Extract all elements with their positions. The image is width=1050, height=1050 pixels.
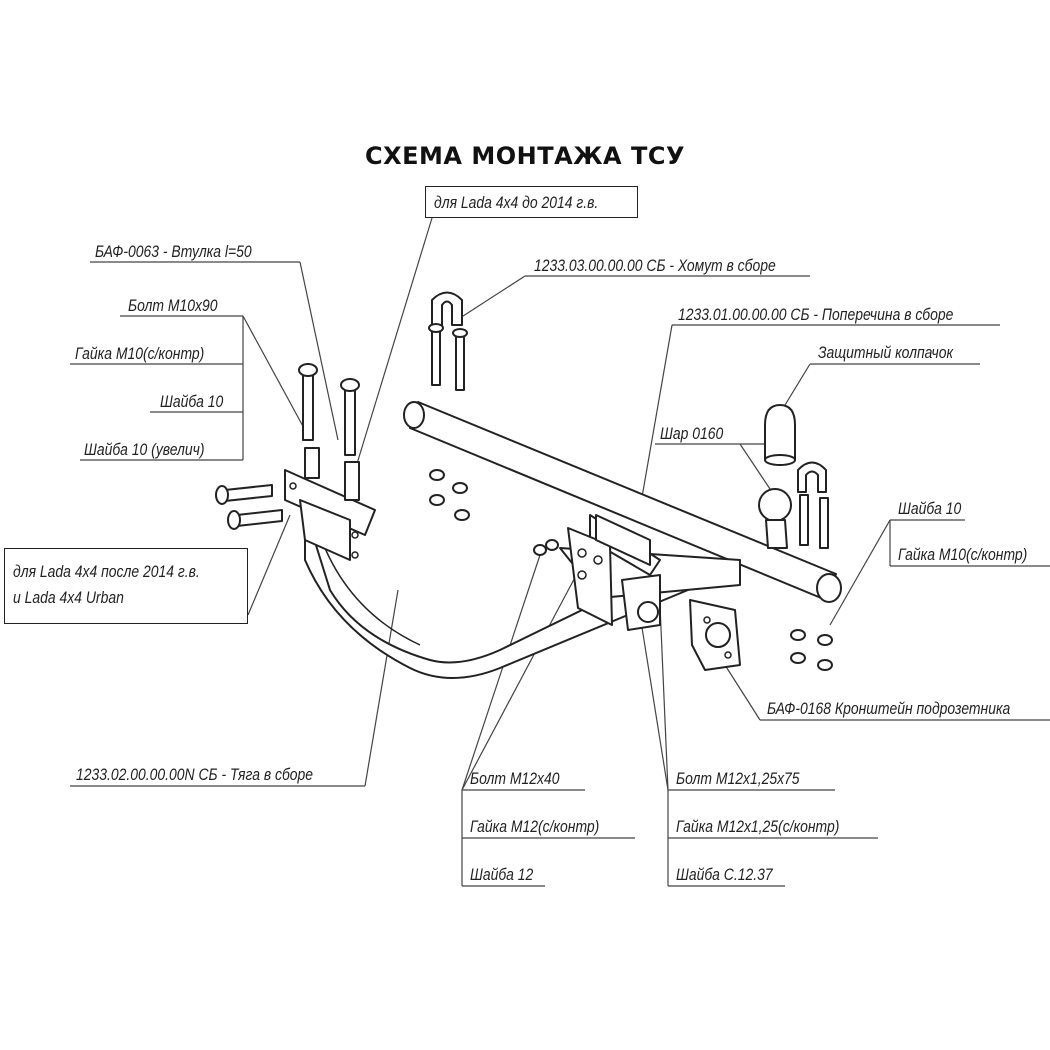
leader-lines xyxy=(70,217,1050,887)
label-cap: Защитный колпачок xyxy=(818,343,954,362)
before-2014-label: для Lada 4x4 до 2014 г.в. xyxy=(434,193,599,212)
label-crossbar: 1233.01.00.00.00 СБ - Поперечина в сборе xyxy=(678,305,954,324)
label-bolt-m10x90: Болт М10х90 xyxy=(128,296,218,315)
label-nut-m10-left: Гайка М10(с/контр) xyxy=(75,344,205,363)
label-clamp: 1233.03.00.00.00 СБ - Хомут в сборе xyxy=(534,256,776,275)
label-washer10-enlarged: Шайба 10 (увелич) xyxy=(84,440,205,459)
label-washer-c1237: Шайба С.12.37 xyxy=(676,865,773,884)
side-bolt-parts xyxy=(215,484,283,530)
label-bolt-m12x40: Болт М12х40 xyxy=(470,769,560,788)
socket-bracket-part xyxy=(689,599,741,671)
center-plate-part xyxy=(533,514,651,626)
left-bracket-part xyxy=(284,469,376,561)
crossbar-part xyxy=(403,401,842,603)
label-washer10-right: Шайба 10 xyxy=(898,499,962,518)
label-nut-m12x125: Гайка М12х1,25(с/контр) xyxy=(676,817,840,836)
label-nut-m10-right: Гайка М10(с/контр) xyxy=(898,545,1028,564)
page-title: СХЕМА МОНТАЖА ТСУ xyxy=(365,142,685,170)
label-ball: Шар 0160 xyxy=(660,424,724,443)
ball-mount-part xyxy=(621,488,792,631)
bolt-m10x90-parts xyxy=(298,363,360,501)
label-washer10-left: Шайба 10 xyxy=(160,392,224,411)
left-nuts xyxy=(429,469,470,521)
label-washer12: Шайба 12 xyxy=(470,865,534,884)
after-2014-box: для Lada 4x4 после 2014 г.в. и Lada 4x4 … xyxy=(4,548,248,624)
label-bolt-m12x125x75: Болт М12х1,25х75 xyxy=(676,769,800,788)
label-bracket: БАФ-0168 Кронштейн подрозетника xyxy=(767,699,1011,718)
right-nuts xyxy=(790,629,833,671)
after-2014-line2: и Lada 4x4 Urban xyxy=(13,588,124,607)
label-rod: 1233.02.00.00.00N СБ - Тяга в сборе xyxy=(76,765,314,784)
after-2014-line1: для Lada 4x4 после 2014 г.в. xyxy=(13,562,200,581)
right-clamp-part xyxy=(797,461,829,549)
clamp-part xyxy=(428,291,468,391)
label-nut-m12: Гайка М12(с/контр) xyxy=(470,817,600,836)
before-2014-box: для Lada 4x4 до 2014 г.в. xyxy=(425,186,638,218)
cap-part xyxy=(764,404,796,466)
label-bushing: БАФ-0063 - Втулка l=50 xyxy=(95,242,252,261)
